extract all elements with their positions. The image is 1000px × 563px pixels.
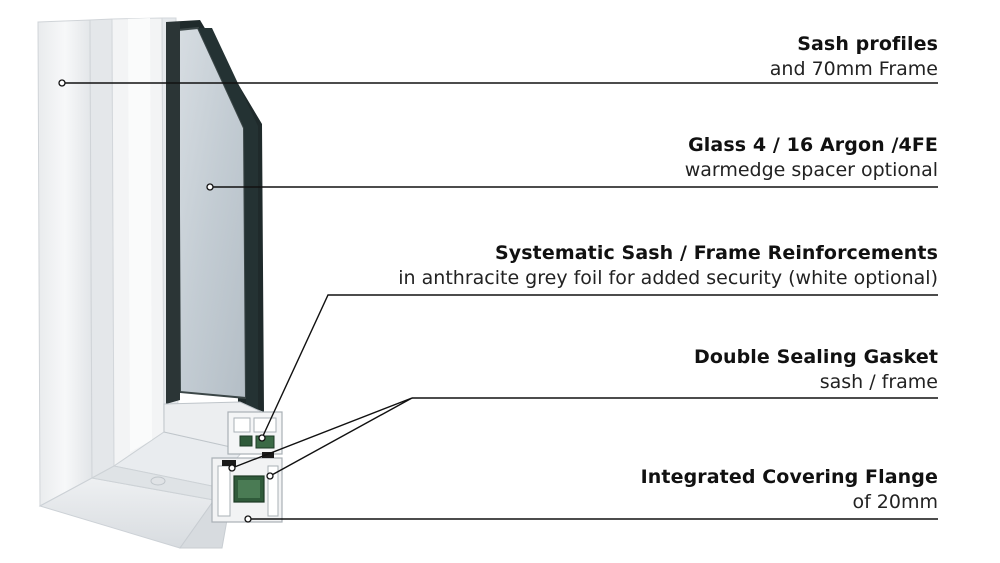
leader-dot-sash — [58, 79, 66, 87]
leader-dots — [58, 79, 274, 523]
callout-title: Systematic Sash / Frame Reinforcements — [495, 242, 938, 264]
leader-dot-flange — [244, 515, 252, 523]
callout-subtitle: and 70mm Frame — [769, 58, 938, 80]
callout-subtitle: warmedge spacer optional — [684, 159, 938, 181]
outer-frame — [37, 18, 231, 549]
leader-dot-gasket-b — [266, 472, 274, 480]
callout-title: Integrated Covering Flange — [640, 466, 938, 488]
callout-title: Glass 4 / 16 Argon /4FE — [688, 134, 938, 156]
callout-sash-profiles: Sash profiles and 70mm Frame — [770, 33, 938, 81]
callout-subtitle: sash / frame — [819, 371, 938, 393]
leader-dot-reinforcement — [258, 434, 266, 442]
profile-cross-section — [163, 401, 283, 523]
glass-unit — [166, 20, 264, 412]
callout-flange: Integrated Covering Flange of 20mm — [641, 466, 938, 514]
callout-reinforcements: Systematic Sash / Frame Reinforcements i… — [398, 242, 938, 290]
callout-title: Sash profiles — [797, 33, 938, 55]
leader-lines — [62, 82, 938, 520]
sash-profile — [90, 17, 245, 501]
callout-subtitle: of 20mm — [852, 491, 938, 513]
leader-dot-glass — [206, 183, 214, 191]
leader-line-gasket-b — [269, 397, 413, 477]
leader-line-reinforcement — [261, 294, 938, 439]
leader-line-gasket-a — [231, 397, 413, 469]
callout-glass: Glass 4 / 16 Argon /4FE warmedge spacer … — [685, 134, 938, 182]
callout-subtitle: in anthracite grey foil for added securi… — [398, 267, 938, 289]
callout-gasket: Double Sealing Gasket sash / frame — [694, 346, 938, 394]
leader-dot-gasket-a — [228, 464, 236, 472]
callout-title: Double Sealing Gasket — [693, 346, 938, 368]
